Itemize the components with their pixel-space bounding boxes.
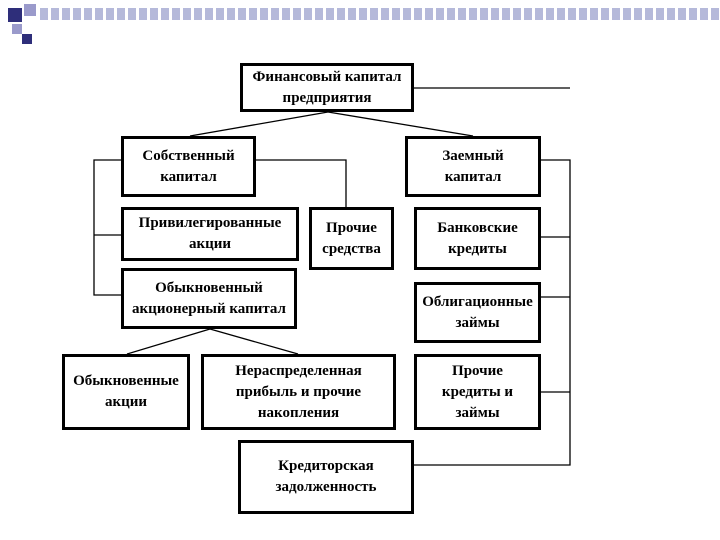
decor-square-light-2	[12, 24, 22, 34]
box-bond-loans-label: Облигационные займы	[422, 293, 533, 331]
box-preferred-shares: Привилегированные акции	[121, 207, 299, 261]
box-other-funds-label: Прочие средства	[322, 219, 381, 257]
box-bank-loans: Банковские кредиты	[414, 207, 541, 270]
box-bond-loans: Облигационные займы	[414, 282, 541, 343]
box-retained-earnings-label: Нераспределенная прибыль и прочие накопл…	[235, 362, 362, 421]
box-common-equity-label: Обыкновенный акционерный капитал	[132, 279, 286, 317]
box-common-shares: Обыкновенные акции	[62, 354, 190, 430]
box-preferred-shares-label: Привилегированные акции	[138, 215, 282, 252]
box-own-capital: Собственный капитал	[121, 136, 256, 197]
decor-stripe	[40, 8, 720, 20]
decor-square-dark-2	[22, 34, 32, 44]
box-other-loans: Прочие кредиты и займы	[414, 354, 541, 430]
box-common-equity: Обыкновенный акционерный капитал	[121, 268, 297, 329]
box-own-capital-label: Собственный капитал	[142, 147, 235, 185]
box-accounts-payable: Кредиторская задолженность	[238, 440, 414, 514]
box-financial-capital-label: Финансовый капитал предприятия	[252, 68, 402, 106]
decor-square-light-1	[24, 4, 36, 16]
decor-square-dark-1	[8, 8, 22, 22]
box-common-shares-label: Обыкновенные акции	[73, 373, 179, 410]
box-borrowed-capital-label: Заемный капитал	[442, 147, 504, 185]
box-bank-loans-label: Банковские кредиты	[437, 219, 518, 257]
box-accounts-payable-label: Кредиторская задолженность	[275, 458, 377, 495]
box-retained-earnings: Нераспределенная прибыль и прочие накопл…	[201, 354, 396, 430]
box-financial-capital: Финансовый капитал предприятия	[240, 63, 414, 112]
box-borrowed-capital: Заемный капитал	[405, 136, 541, 197]
box-other-loans-label: Прочие кредиты и займы	[441, 362, 514, 421]
box-other-funds: Прочие средства	[309, 207, 394, 270]
